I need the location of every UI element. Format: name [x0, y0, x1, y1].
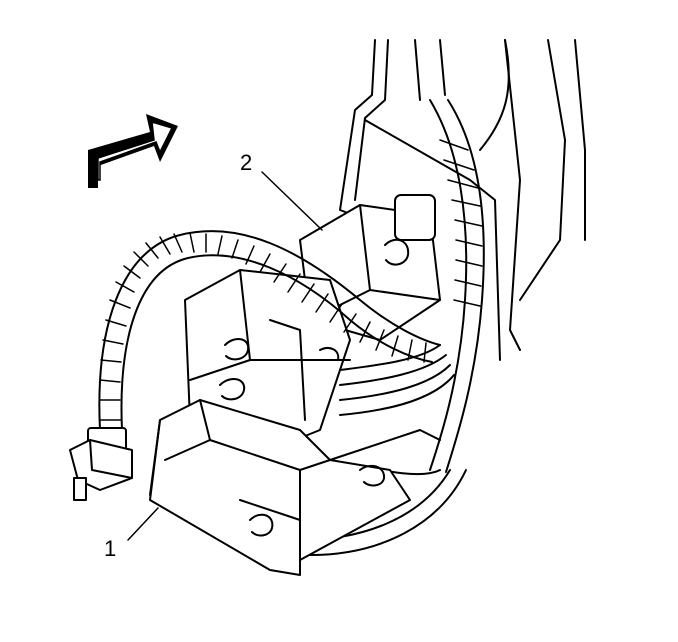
left-corrugated-harness [98, 230, 441, 431]
leader-line-2 [261, 171, 323, 231]
component-1-bracket [149, 399, 441, 576]
leader-line-1 [127, 507, 159, 541]
right-harness [429, 39, 510, 473]
center-connector [184, 269, 351, 451]
end-plug [69, 427, 133, 501]
callout-label-1: 1 [104, 536, 116, 561]
component-2-block [299, 194, 441, 341]
callout-label-2: 2 [240, 150, 252, 175]
direction-arrow-icon [88, 114, 178, 188]
upper-bracket [339, 39, 586, 361]
